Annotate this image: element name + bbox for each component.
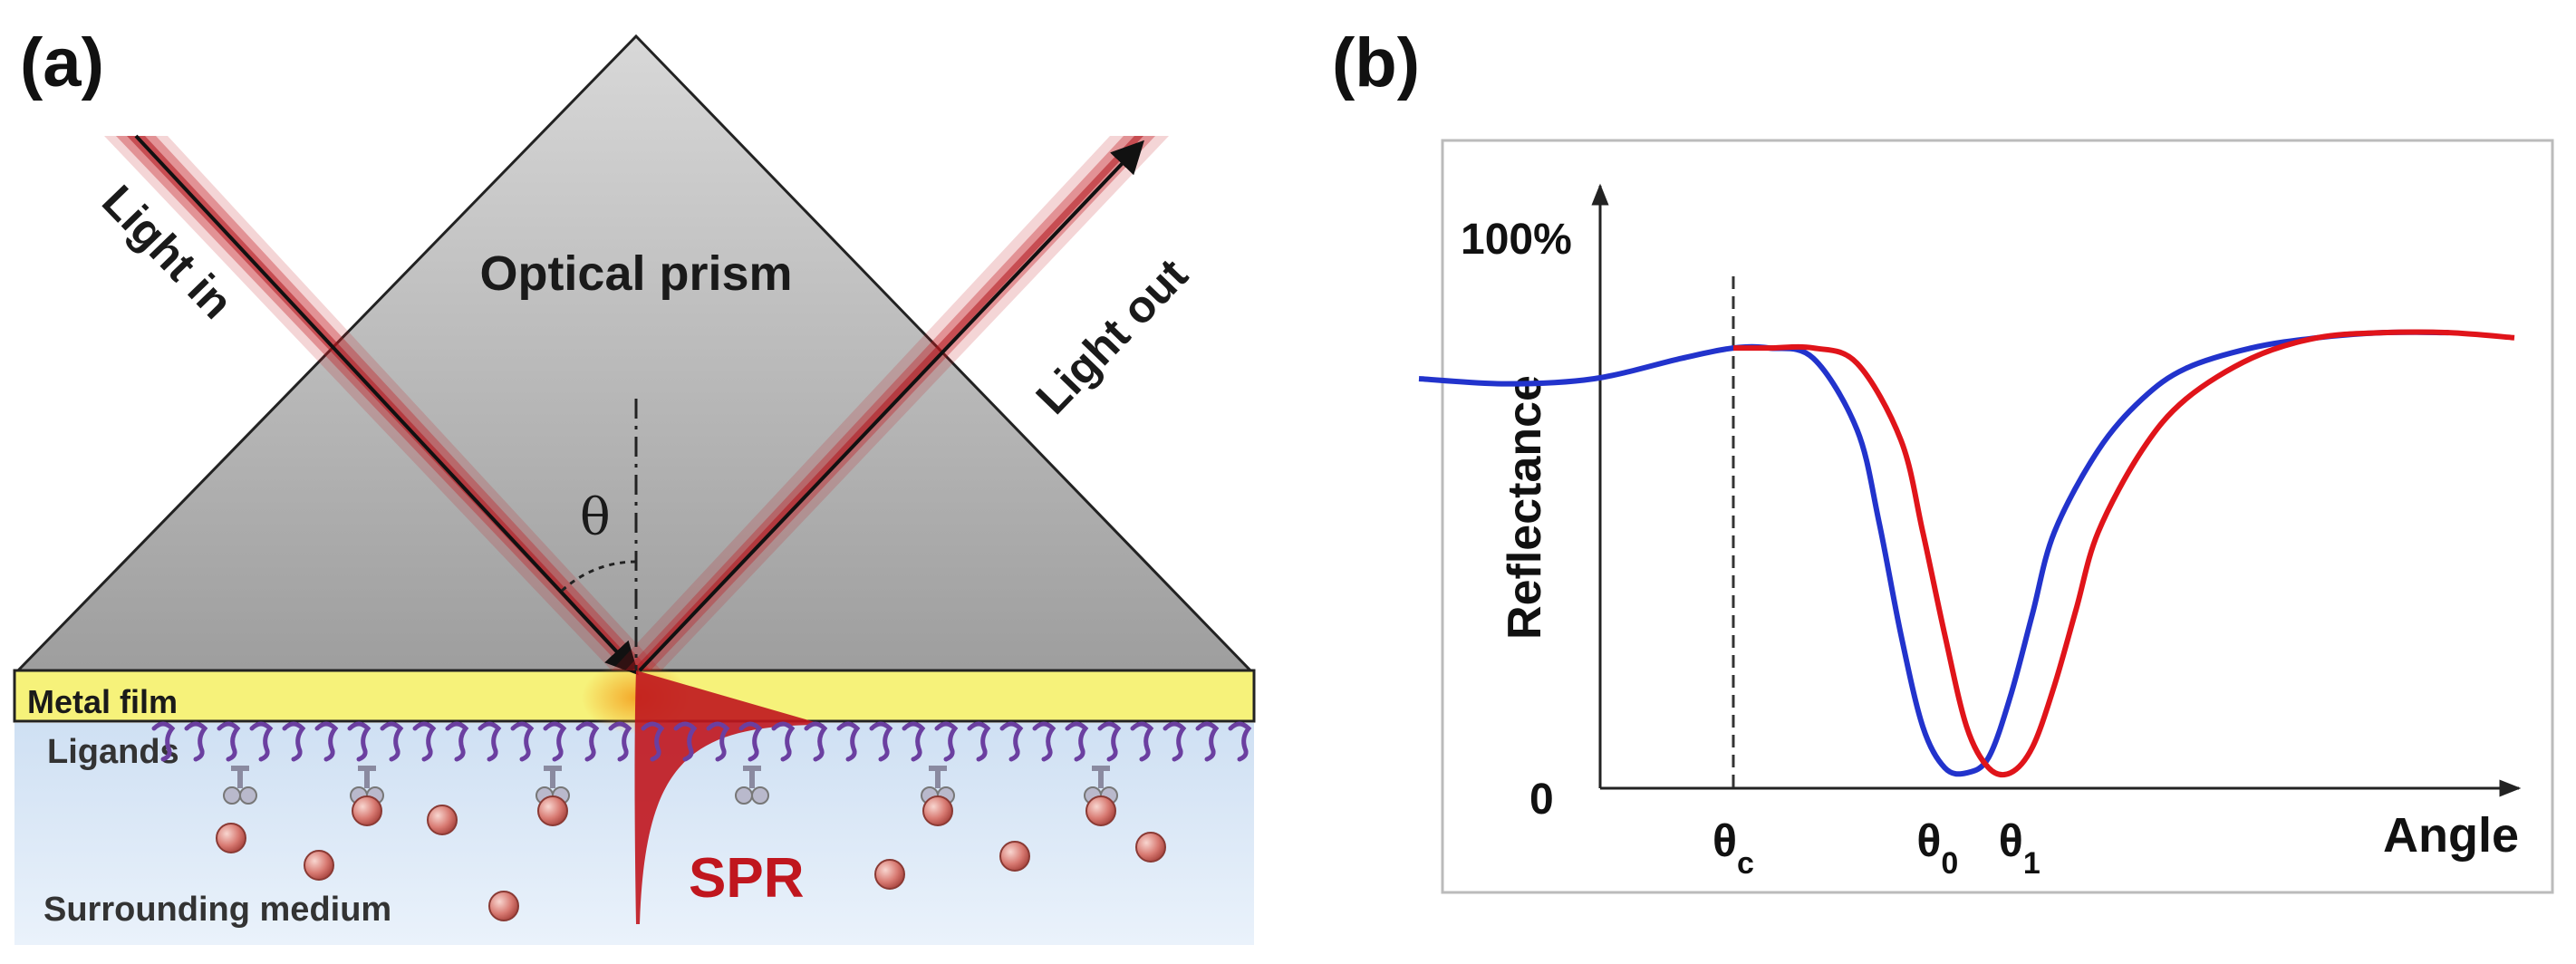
analyte-particle <box>488 891 519 921</box>
panel-b-label: (b) <box>1332 24 1420 101</box>
analyte-particle <box>1135 832 1166 863</box>
surrounding-medium-label: Surrounding medium <box>43 891 391 929</box>
series-red-line <box>1732 329 2515 778</box>
ligand-mark <box>1163 721 1187 762</box>
light-out-label: Light out <box>1027 249 1198 424</box>
prism-label: Optical prism <box>479 246 792 301</box>
ligand-mark <box>1195 721 1220 762</box>
ligand-mark <box>1130 721 1154 762</box>
analyte-particles <box>216 795 1166 921</box>
ligand-mark <box>445 721 469 762</box>
y-top-label: 100% <box>1461 216 1572 264</box>
analyte-particle <box>874 859 905 890</box>
spr-field <box>634 670 825 924</box>
panel-a: (a) θ Optical prism Light in Light out <box>13 24 1256 945</box>
series-blue-line <box>1418 329 2449 777</box>
analyte-particle <box>537 795 568 826</box>
theta-0-tick: θ0 <box>1916 815 1958 881</box>
ligand-mark <box>380 721 404 762</box>
x-axis-label: Angle <box>2383 808 2519 863</box>
ligand-mark <box>738 721 763 762</box>
analyte-particle <box>352 795 382 826</box>
ligands-label: Ligands <box>47 733 179 771</box>
ligand-mark <box>1032 721 1056 762</box>
ligand-mark <box>869 721 893 762</box>
receptor-icon <box>735 766 769 805</box>
ligand-mark <box>249 721 274 762</box>
ligand-mark <box>151 721 176 762</box>
reflectance-curves <box>1418 329 2515 778</box>
ligand-mark <box>510 721 535 762</box>
ligand-mark <box>1228 721 1252 762</box>
y-axis-label: Reflectance <box>1499 375 1551 640</box>
ligand-mark <box>478 721 502 762</box>
ligand-mark <box>217 721 241 762</box>
ligand-mark <box>608 721 632 762</box>
ligand-mark <box>641 721 665 762</box>
panel-b: (b) 100% 0 Reflectance Angle θc θ0 θ1 <box>1332 24 2554 894</box>
panel-a-label: (a) <box>20 24 104 101</box>
theta-label: θ <box>580 488 611 547</box>
ligand-mark <box>184 721 208 762</box>
theta-c-tick: θc <box>1713 815 1754 881</box>
ligand-mark <box>412 721 437 762</box>
y-zero-label: 0 <box>1529 776 1554 824</box>
ligand-mark <box>804 721 828 762</box>
ligand-mark <box>1097 721 1122 762</box>
analyte-particle <box>304 850 334 881</box>
ligand-mark <box>347 721 371 762</box>
ligand-mark <box>282 721 306 762</box>
ligand-mark <box>934 721 959 762</box>
analyte-particle <box>216 823 246 853</box>
ligand-mark <box>836 721 861 762</box>
ligand-mark <box>902 721 926 762</box>
analyte-particle <box>1085 795 1116 826</box>
ligand-mark <box>999 721 1024 762</box>
ligand-mark <box>771 721 796 762</box>
theta-1-tick: θ1 <box>1999 815 2041 881</box>
spr-label: SPR <box>689 847 804 910</box>
ligand-mark <box>575 721 600 762</box>
ligand-mark <box>673 721 698 762</box>
ligand-mark <box>543 721 567 762</box>
analyte-particle <box>999 841 1030 872</box>
ligand-mark <box>1065 721 1089 762</box>
beam-out <box>612 136 1169 672</box>
analyte-particle <box>922 795 953 826</box>
ligand-mark <box>706 721 730 762</box>
ligand-layer <box>151 721 1252 762</box>
metal-film-label: Metal film <box>27 683 178 720</box>
plot-frame <box>1441 139 2554 894</box>
ligand-mark <box>314 721 339 762</box>
beam-in <box>104 134 661 676</box>
ligand-mark <box>967 721 991 762</box>
receptor-icon <box>223 766 257 805</box>
analyte-particle <box>427 805 458 835</box>
